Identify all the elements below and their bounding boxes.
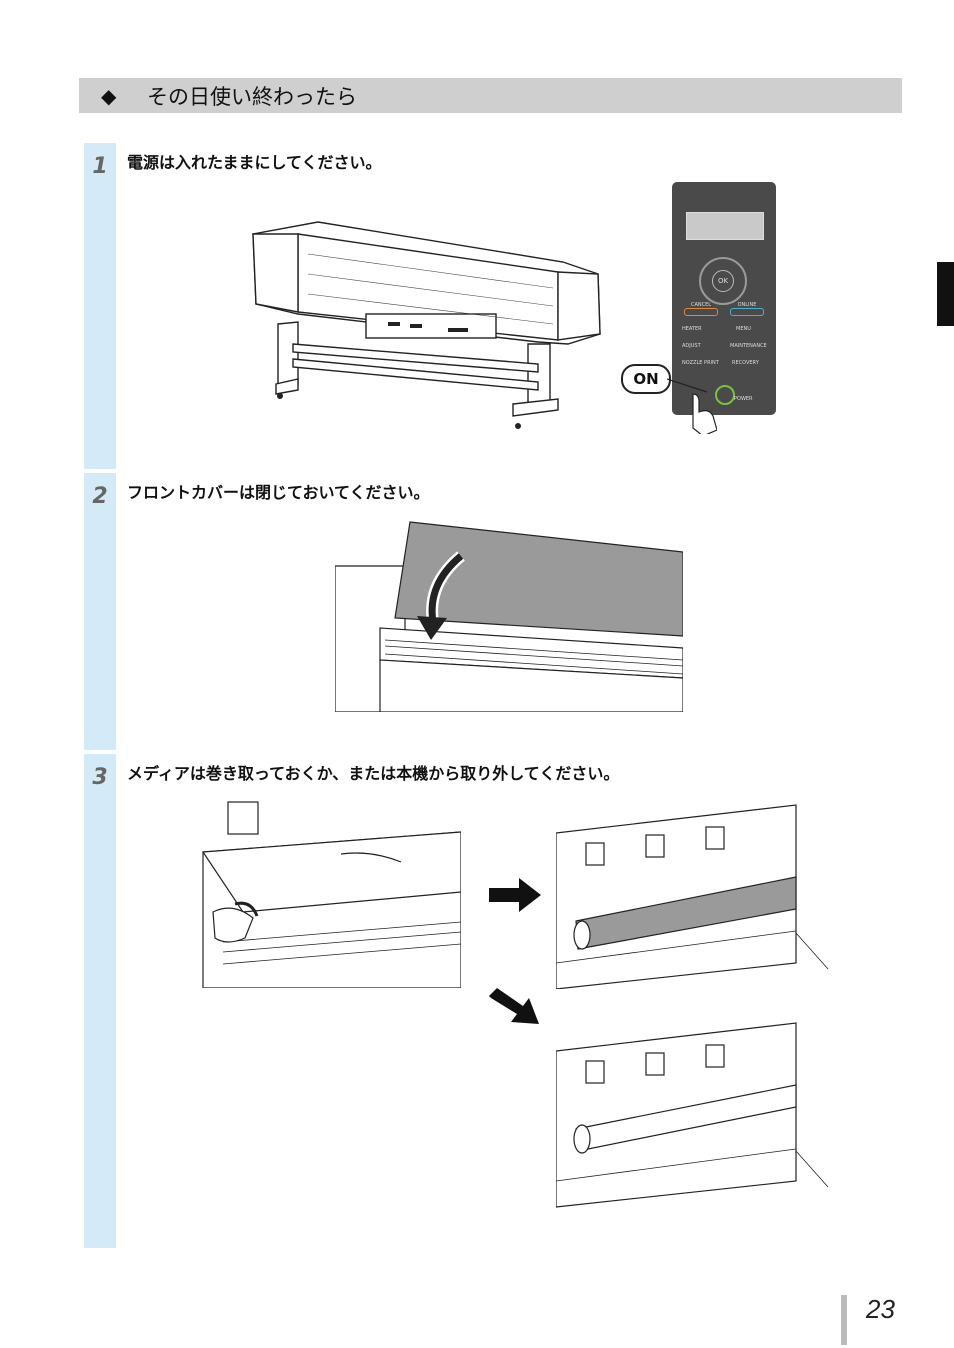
arrow-right-icon	[489, 878, 541, 912]
diamond-icon: ◆	[101, 83, 117, 108]
cancel-label: CANCEL	[690, 302, 712, 308]
printer-illustration	[252, 221, 601, 429]
step-1-text: 電源は入れたままにしてください。	[127, 153, 382, 172]
pointing-hand-icon	[667, 378, 717, 434]
control-panel: OK CANCEL ONLINE HEATER MENU ADJUST MAIN…	[672, 182, 776, 415]
cancel-button[interactable]	[684, 308, 718, 316]
step-2-number: 2	[92, 484, 108, 509]
maintenance-label: MAINTENANCE	[730, 343, 767, 349]
step-3-text: メディアは巻き取っておくか、または本機から取り外してください。	[127, 764, 620, 783]
section-title: その日使い終わったら	[147, 84, 357, 109]
step-2-text: フロントカバーは閉じておいてください。	[127, 483, 430, 502]
front-cover-illustration	[335, 521, 683, 712]
online-label: ONLINE	[737, 302, 757, 308]
step-3-band	[84, 754, 116, 1248]
section-header: ◆ その日使い終わったら	[79, 78, 902, 113]
ok-button[interactable]: OK	[712, 270, 734, 292]
panel-dpad[interactable]	[699, 257, 747, 305]
adjust-label: ADJUST	[682, 343, 701, 349]
chapter-tab	[937, 262, 954, 326]
menu-label: MENU	[736, 326, 751, 332]
step-1-band	[84, 143, 116, 469]
power-label: POWER	[734, 396, 753, 402]
media-removed-illustration	[556, 1022, 829, 1208]
online-button[interactable]	[730, 308, 764, 316]
step-3-number: 3	[92, 765, 108, 790]
page-number: 23	[866, 1294, 895, 1324]
arrow-down-right-icon	[489, 988, 539, 1024]
on-callout: ON	[621, 364, 671, 394]
nozzle-label: NOZZLE PRINT	[682, 360, 719, 366]
panel-display	[686, 212, 764, 240]
step-1-number: 1	[92, 154, 108, 179]
recovery-label: RECOVERY	[732, 360, 759, 366]
media-winding-illustration	[201, 801, 461, 988]
power-button[interactable]	[715, 385, 735, 405]
step-2-band	[84, 473, 116, 750]
heater-label: HEATER	[682, 326, 702, 332]
wound-roll-illustration	[556, 804, 829, 989]
page-number-bar	[841, 1295, 847, 1345]
